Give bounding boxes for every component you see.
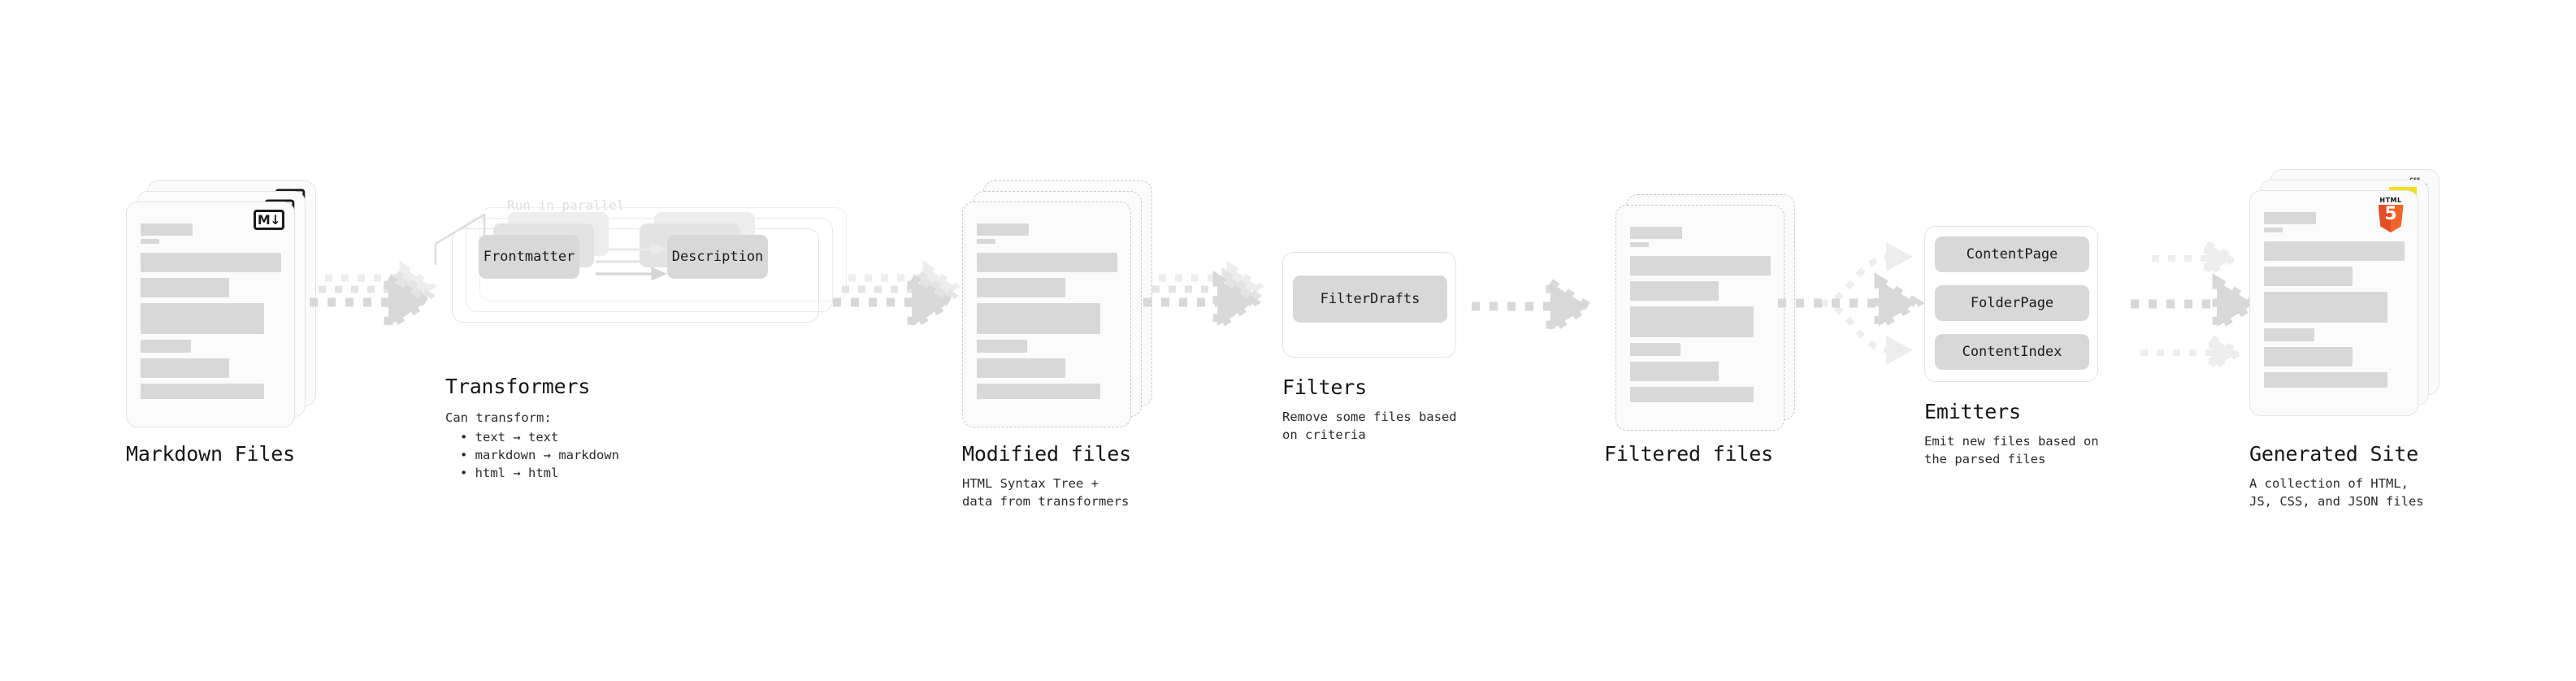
generated-site-card-html: HTML 5: [2249, 190, 2418, 416]
placeholder-bar: [1630, 343, 1681, 356]
file-placeholder-lines: [1630, 227, 1771, 408]
transformers-bullet-2: • html → html: [460, 466, 559, 480]
transformers-box-front: Frontmatter Description: [452, 212, 819, 323]
placeholder-bar: [2264, 212, 2316, 224]
placeholder-bar: [977, 358, 1065, 378]
placeholder-bar: [141, 384, 265, 399]
file-placeholder-lines: [141, 223, 281, 405]
run-in-parallel-label: Run in parallel: [507, 197, 625, 213]
placeholder-bar: [1630, 362, 1719, 381]
stage-title-filters: Filters: [1282, 375, 1367, 399]
placeholder-bar: [2264, 228, 2283, 232]
placeholder-bar: [977, 253, 1117, 272]
stage-subtitle-modified-files: HTML Syntax Tree + data from transformer…: [962, 476, 1130, 509]
placeholder-bar: [141, 223, 193, 236]
emitter-chip-folderpage[interactable]: FolderPage: [1935, 285, 2089, 321]
transformer-chip-description[interactable]: Description: [667, 235, 768, 279]
file-placeholder-lines: [977, 223, 1117, 405]
placeholder-bar: [141, 253, 281, 272]
placeholder-bar: [141, 303, 265, 334]
placeholder-bar: [1630, 306, 1754, 337]
placeholder-bar: [2264, 241, 2405, 261]
placeholder-bar: [2264, 372, 2388, 388]
markdown-badge-icon: M↓: [254, 210, 284, 230]
placeholder-bar: [1630, 242, 1649, 247]
stage-subtitle-generated-site: A collection of HTML, JS, CSS, and JSON …: [2249, 476, 2424, 509]
stage-title-markdown-files: Markdown Files: [126, 442, 295, 466]
placeholder-bar: [977, 303, 1101, 334]
emitters-box: ContentPage FolderPage ContentIndex: [1924, 226, 2098, 382]
stage-subtitle-transformers: Can transform:: [445, 410, 552, 425]
stage-subtitle-filters: Remove some files based on criteria: [1282, 410, 1457, 442]
stage-subtitle-emitters: Emit new files based on the parsed files: [1924, 434, 2099, 466]
placeholder-bar: [1630, 281, 1719, 301]
placeholder-bar: [1630, 256, 1771, 275]
placeholder-bar: [2264, 292, 2388, 323]
transformers-box-middle: [466, 218, 833, 312]
run-in-parallel-bracket: [434, 212, 486, 265]
placeholder-bar: [2264, 328, 2315, 341]
placeholder-bar: [2264, 347, 2353, 367]
emitter-chip-contentpage[interactable]: ContentPage: [1935, 236, 2089, 272]
connector-md-to-transformers: [310, 260, 438, 334]
connector-frontmatter-to-description: [596, 242, 668, 281]
placeholder-bar: [977, 223, 1029, 236]
placeholder-bar: [977, 340, 1028, 353]
markdown-file-card-front: M↓: [126, 202, 295, 427]
placeholder-bar: [977, 278, 1065, 297]
placeholder-bar: [141, 358, 229, 378]
placeholder-bar: [977, 384, 1101, 399]
transformers-bullet-1: • markdown → markdown: [460, 448, 619, 462]
file-placeholder-lines: [2264, 212, 2405, 393]
connector-transformers-to-modified: [833, 260, 961, 334]
stage-title-modified-files: Modified files: [962, 442, 1131, 466]
emitter-chip-contentindex[interactable]: ContentIndex: [1935, 334, 2089, 370]
placeholder-bar: [1630, 227, 1682, 239]
placeholder-bar: [1630, 387, 1754, 402]
placeholder-bar: [977, 239, 995, 244]
filtered-file-card-front: [1615, 205, 1785, 431]
stage-title-emitters: Emitters: [1924, 400, 2021, 423]
placeholder-bar: [2264, 267, 2353, 286]
placeholder-bar: [141, 340, 192, 353]
connector-emitters-to-site: [2131, 238, 2263, 373]
placeholder-bar: [141, 278, 229, 297]
stage-title-filtered-files: Filtered files: [1604, 442, 1773, 466]
html5-badge-icon: HTML 5: [2375, 197, 2406, 233]
transformers-bullet-0: • text → text: [460, 430, 559, 445]
connector-filters-to-filtered: [1472, 275, 1597, 338]
connector-modified-to-filters: [1143, 260, 1265, 335]
placeholder-bar: [141, 239, 159, 244]
modified-file-card-front: [962, 202, 1131, 427]
connector-filtered-to-emitters: [1778, 242, 1925, 365]
transformer-chip-frontmatter[interactable]: Frontmatter: [479, 235, 579, 279]
filter-chip-filterdrafts[interactable]: FilterDrafts: [1293, 275, 1447, 323]
stage-title-generated-site: Generated Site: [2249, 442, 2418, 466]
stage-title-transformers: Transformers: [445, 375, 591, 398]
filters-box: FilterDrafts: [1282, 252, 1456, 358]
